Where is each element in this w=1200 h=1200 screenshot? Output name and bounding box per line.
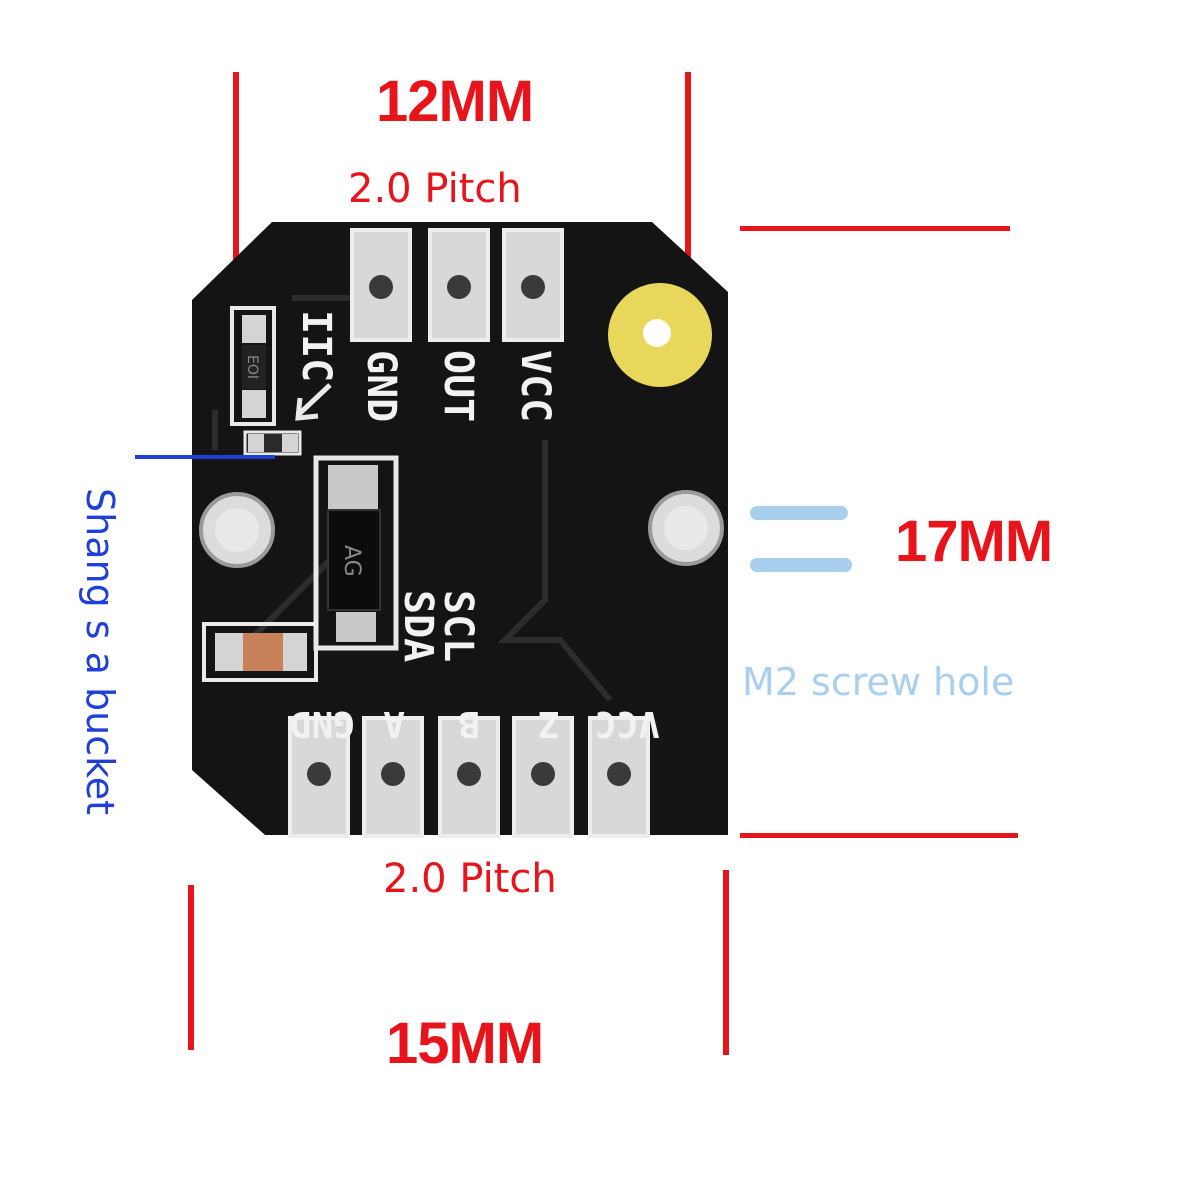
top-pitch-label: 2.0 Pitch [348,166,522,212]
screw-hole-label: M2 screw hole [742,660,1015,704]
silk-top-out: OUT [435,350,481,422]
height-dimension-line-top [740,226,1010,231]
silk-bottom-a: A [383,703,405,744]
resistor-top-left [230,306,276,426]
height-label: 17MM [895,509,1053,574]
silk-sda: SDA [395,590,441,662]
bottom-pitch-label: 2.0 Pitch [383,856,557,902]
silk-scl: SCL [435,590,481,662]
silk-top-vcc: VCC [512,350,558,422]
height-dimension-line-bottom [740,833,1018,838]
ic-outline [313,455,399,651]
silk-bottom-z: Z [538,703,560,744]
side-indicator-line [135,455,275,459]
silk-top-gnd: GND [358,350,404,422]
left-dimension-line-bottom [188,885,194,1050]
silk-iic: IIC [293,310,339,382]
capacitor-bottom-left [202,622,318,682]
screw-hint-bar-bottom [750,558,852,572]
silk-resistor-marking: EOI [244,355,260,379]
bottom-width-label: 15MM [386,1011,544,1076]
screw-hint-bar-top [750,506,848,520]
silk-bottom-b: B [458,703,480,744]
silk-ic-marking: AG [339,545,364,577]
bottom-pads [288,716,650,838]
top-pads [350,228,564,342]
right-dimension-line-bottom [723,870,729,1055]
silk-bottom-gnd: GND [290,703,355,744]
top-width-label: 12MM [376,69,534,134]
silk-bottom-vcc: VCC [595,703,660,744]
side-label: Shang s a bucket [78,488,122,816]
